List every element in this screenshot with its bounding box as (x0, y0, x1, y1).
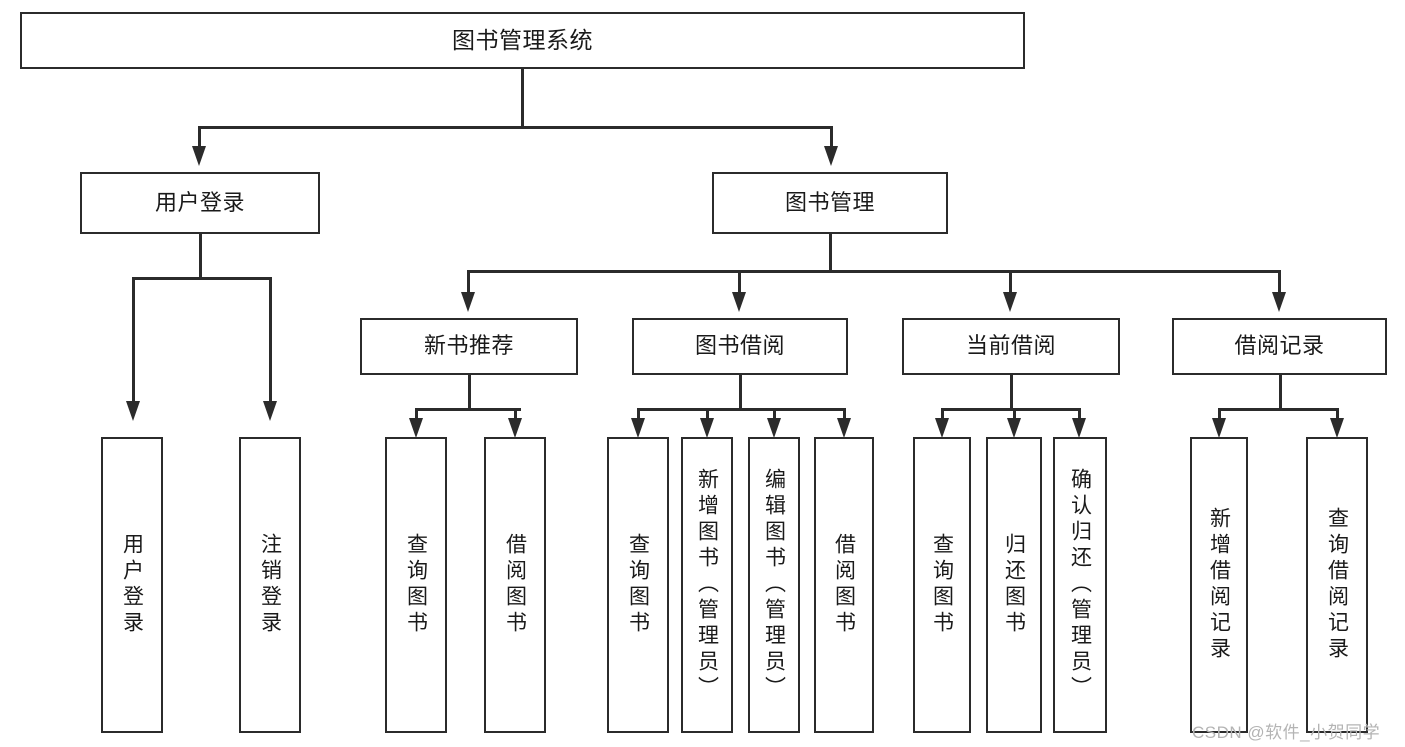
connector-login-stem (199, 234, 202, 278)
leaf-add-borrow-record[interactable]: 新增借阅记录 (1190, 437, 1248, 733)
connector-root-to-books (830, 126, 833, 146)
node-label: 查询图书 (404, 533, 428, 637)
connector-books-b1 (467, 270, 470, 292)
node-label: 查询图书 (930, 533, 954, 637)
connector-root-to-login (198, 126, 201, 146)
connector-borrow-l4 (843, 408, 846, 422)
node-label: 新书推荐 (423, 333, 514, 359)
node-label: 借阅记录 (1234, 333, 1325, 359)
node-label: 用户登录 (154, 189, 245, 215)
arrow-to-leaf-user-login (126, 401, 140, 421)
csdn-watermark: CSDN @软件_小贺同学 (1192, 723, 1381, 742)
node-label: 确认归还（管理员） (1068, 468, 1092, 702)
leaf-borrow-book[interactable]: 借阅图书 (814, 437, 874, 733)
connector-borrow-l3 (773, 408, 776, 422)
arrow-record-query (1330, 418, 1344, 438)
connector-record-l2 (1336, 408, 1339, 422)
node-label: 新增图书（管理员） (695, 468, 719, 702)
node-label: 借阅图书 (503, 533, 527, 637)
arrow-borrow-add-book (700, 418, 714, 438)
connector-books-bar (467, 270, 1280, 273)
node-label: 新增借阅记录 (1207, 507, 1231, 663)
connector-books-stem (829, 234, 832, 272)
leaf-query-borrow-record[interactable]: 查询借阅记录 (1306, 437, 1368, 733)
connector-borrow-l2 (706, 408, 709, 422)
node-label: 查询图书 (626, 533, 650, 637)
arrow-borrow-query-book (631, 418, 645, 438)
connector-record-bar (1218, 408, 1338, 411)
leaf-return-book[interactable]: 归还图书 (986, 437, 1042, 733)
connector-record-l1 (1218, 408, 1221, 422)
arrow-borrow-borrow-book (837, 418, 851, 438)
arrow-to-user-login (192, 146, 206, 166)
leaf-logout[interactable]: 注销登录 (239, 437, 301, 733)
leaf-rec-borrow-book[interactable]: 借阅图书 (484, 437, 546, 733)
node-label: 归还图书 (1002, 533, 1026, 637)
arrow-rec-query-book (409, 418, 423, 438)
connector-root-bar (198, 126, 832, 129)
connector-borrow-bar (637, 408, 844, 411)
node-label: 用户登录 (120, 533, 144, 637)
arrow-to-leaf-logout (263, 401, 277, 421)
connector-current-l2 (1013, 408, 1016, 422)
connector-current-l3 (1078, 408, 1081, 422)
connector-current-l1 (941, 408, 944, 422)
arrow-current-return-book (1007, 418, 1021, 438)
arrow-current-query-book (935, 418, 949, 438)
arrow-borrow-edit-book (767, 418, 781, 438)
node-label: 图书管理 (784, 189, 875, 215)
node-book-management[interactable]: 图书管理 (712, 172, 948, 234)
arrow-to-borrow-record (1272, 292, 1286, 312)
node-book-borrow[interactable]: 图书借阅 (632, 318, 848, 375)
node-label: 借阅图书 (832, 533, 856, 637)
connector-books-b3 (1009, 270, 1012, 292)
node-user-login[interactable]: 用户登录 (80, 172, 320, 234)
node-label: 图书借阅 (694, 333, 785, 359)
connector-login-bar (132, 277, 271, 280)
connector-rec-l1 (415, 408, 418, 422)
connector-books-b4 (1278, 270, 1281, 292)
arrow-to-book-manage (824, 146, 838, 166)
node-borrow-record[interactable]: 借阅记录 (1172, 318, 1387, 375)
connector-current-bar (941, 408, 1080, 411)
arrow-to-book-borrow (732, 292, 746, 312)
connector-borrow-stem (739, 375, 742, 409)
leaf-user-login[interactable]: 用户登录 (101, 437, 163, 733)
leaf-edit-book-admin[interactable]: 编辑图书（管理员） (748, 437, 800, 733)
node-label: 查询借阅记录 (1325, 507, 1349, 663)
node-current-borrow[interactable]: 当前借阅 (902, 318, 1120, 375)
node-label: 图书管理系统 (452, 27, 593, 54)
leaf-add-book-admin[interactable]: 新增图书（管理员） (681, 437, 733, 733)
node-system-title[interactable]: 图书管理系统 (20, 12, 1025, 69)
connector-root-stem (521, 69, 524, 127)
connector-record-stem (1279, 375, 1282, 409)
leaf-borrow-query-book[interactable]: 查询图书 (607, 437, 669, 733)
arrow-rec-borrow-book (508, 418, 522, 438)
connector-books-b2 (738, 270, 741, 292)
arrow-record-add (1212, 418, 1226, 438)
arrow-to-new-book-rec (461, 292, 475, 312)
connector-rec-bar (415, 408, 521, 411)
leaf-confirm-return-admin[interactable]: 确认归还（管理员） (1053, 437, 1107, 733)
arrow-current-confirm (1072, 418, 1086, 438)
connector-rec-stem (468, 375, 471, 409)
leaf-current-query-book[interactable]: 查询图书 (913, 437, 971, 733)
node-new-book-recommend[interactable]: 新书推荐 (360, 318, 578, 375)
connector-login-right (269, 277, 272, 401)
connector-rec-l2 (514, 408, 517, 422)
node-label: 注销登录 (258, 533, 282, 637)
node-label: 当前借阅 (965, 333, 1056, 359)
connector-current-stem (1010, 375, 1013, 409)
arrow-to-current-borrow (1003, 292, 1017, 312)
connector-login-left (132, 277, 135, 401)
connector-borrow-l1 (637, 408, 640, 422)
leaf-rec-query-book[interactable]: 查询图书 (385, 437, 447, 733)
node-label: 编辑图书（管理员） (762, 468, 786, 702)
